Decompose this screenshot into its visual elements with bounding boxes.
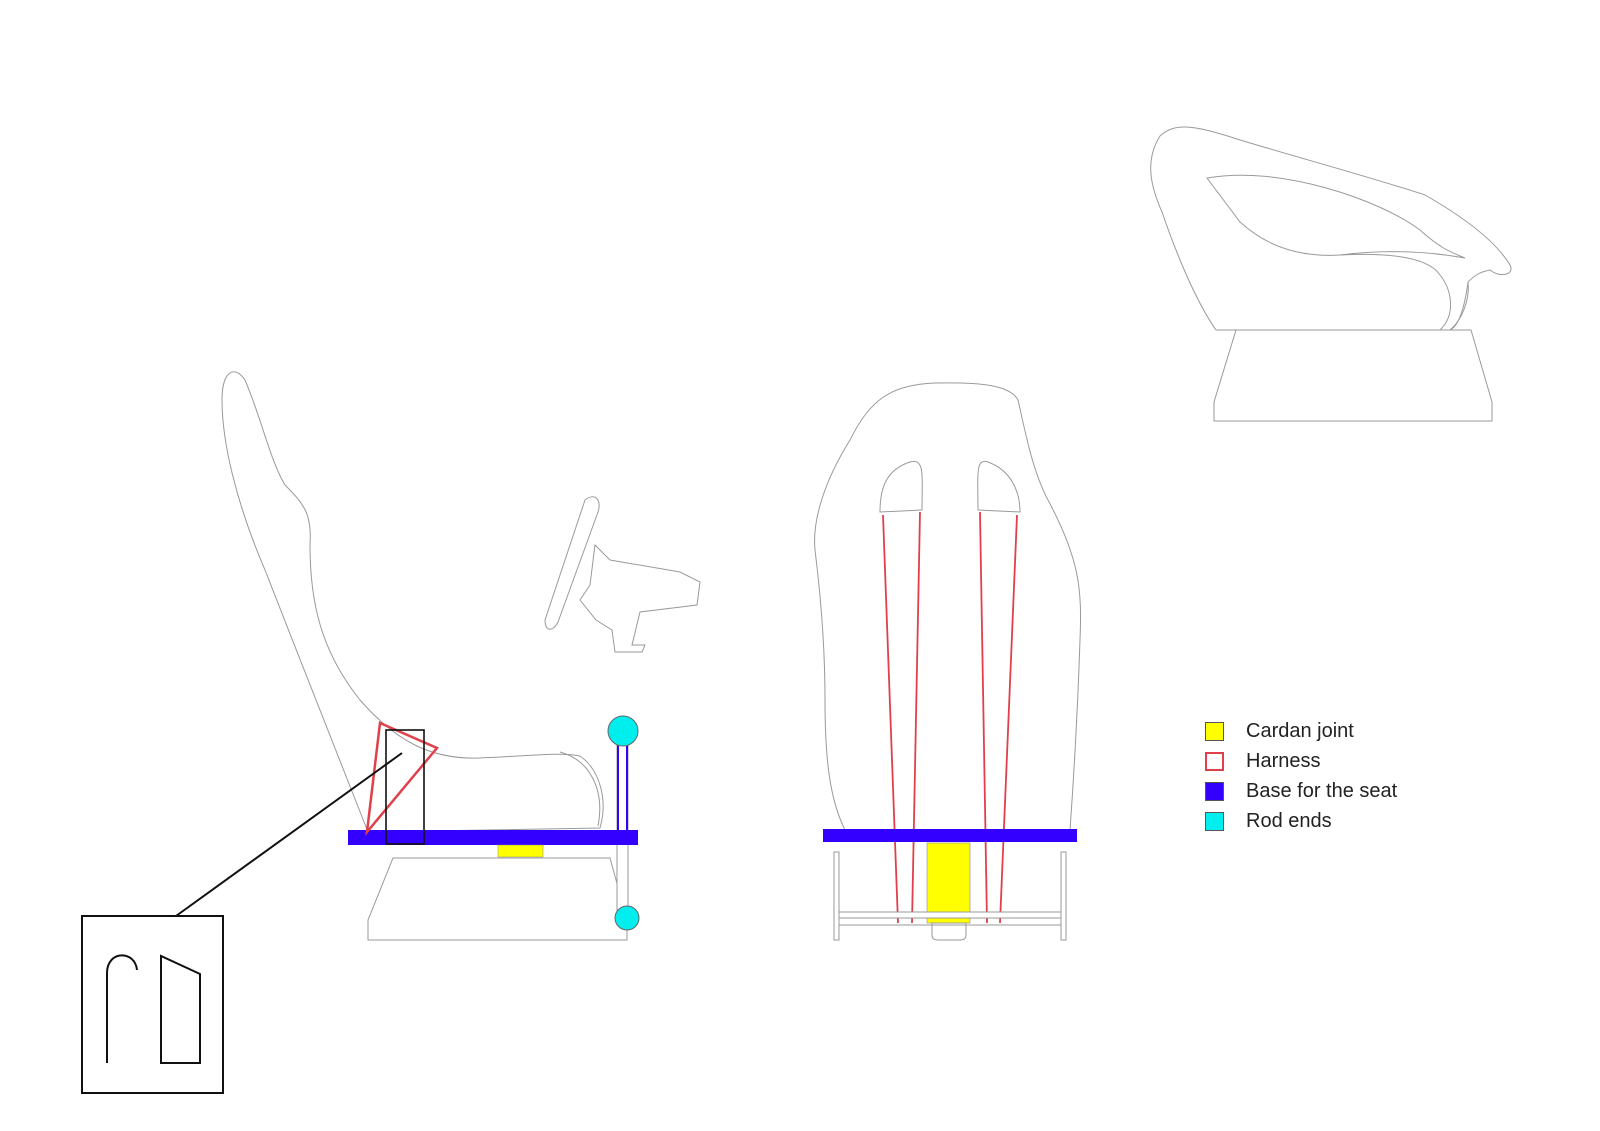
front-cardan-joint xyxy=(926,842,971,924)
side-bracket xyxy=(385,729,425,845)
detail-leader-line xyxy=(175,752,403,917)
detail-hook xyxy=(106,954,138,1063)
side-seat-shell xyxy=(221,371,604,833)
legend-label-harness: Harness xyxy=(1246,749,1321,772)
detail-plate xyxy=(160,954,201,1064)
legend: Cardan joint Harness Base for the seat R… xyxy=(1205,716,1397,836)
legend-item-cardan-joint: Cardan joint xyxy=(1205,716,1397,746)
steering-wheel xyxy=(544,496,600,630)
bracket-detail xyxy=(81,915,224,1094)
steering-column xyxy=(579,543,701,653)
perspective-seat-shell xyxy=(1150,126,1512,331)
legend-swatch-base-for-the-seat xyxy=(1205,781,1224,801)
front-view xyxy=(814,382,1082,941)
front-cardan-foot xyxy=(931,922,967,941)
side-harness xyxy=(365,721,440,837)
legend-label-rod-ends: Rod ends xyxy=(1246,809,1332,832)
side-cardan-joint xyxy=(497,844,544,858)
legend-item-base-for-the-seat: Base for the seat xyxy=(1205,776,1397,806)
steering-wheel-assembly xyxy=(544,496,701,653)
front-frame-crossbar-top xyxy=(838,911,1062,919)
front-shoulder-pad-right xyxy=(977,460,1021,513)
front-harness-right-2 xyxy=(999,514,1018,924)
legend-swatch-rod-ends xyxy=(1205,811,1224,831)
side-seat-base xyxy=(348,830,638,845)
legend-item-rod-ends: Rod ends xyxy=(1205,806,1397,836)
detail-frame xyxy=(81,915,224,1094)
front-frame-right-post xyxy=(1060,851,1067,941)
side-view xyxy=(175,371,640,941)
front-harness-left-2 xyxy=(911,511,921,924)
side-stand xyxy=(367,857,628,941)
perspective-seat-inner xyxy=(1206,174,1466,259)
legend-label-cardan-joint: Cardan joint xyxy=(1246,719,1354,742)
perspective-seat-side xyxy=(1449,281,1469,331)
side-rod-end-top xyxy=(607,715,639,747)
perspective-view xyxy=(1150,126,1512,422)
perspective-stand xyxy=(1213,329,1493,422)
front-seat-shell xyxy=(814,382,1082,831)
front-harness-left-1 xyxy=(882,514,899,924)
side-cushion-line xyxy=(559,751,601,827)
side-rod-end-bottom xyxy=(614,905,640,931)
legend-label-base-for-the-seat: Base for the seat xyxy=(1246,779,1398,802)
perspective-seat-cushion xyxy=(1339,253,1452,331)
legend-item-harness: Harness xyxy=(1205,746,1397,776)
front-frame-left-post xyxy=(833,851,840,941)
legend-swatch-harness xyxy=(1205,751,1224,771)
front-shoulder-pad-left xyxy=(879,460,923,513)
legend-swatch-cardan-joint xyxy=(1205,721,1224,741)
front-harness-right-1 xyxy=(979,511,988,924)
front-seat-base xyxy=(823,829,1077,842)
